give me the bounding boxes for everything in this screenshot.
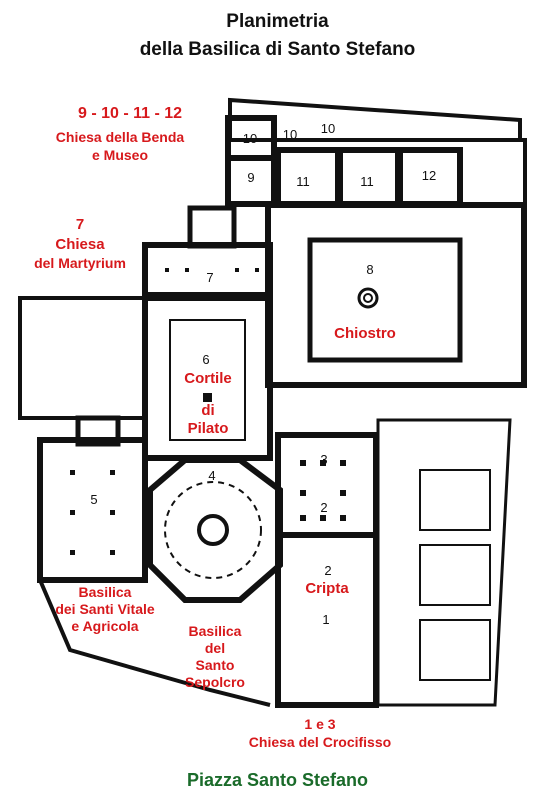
crocifisso-number: 1 e 3: [304, 716, 336, 732]
cortile-label-2: di: [201, 402, 215, 419]
map-title: Planimetria: [226, 11, 329, 32]
east-garden-wall: [376, 418, 512, 707]
martyrium-number: 7: [75, 216, 85, 233]
piazza-label: Piazza Santo Stefano: [186, 770, 369, 790]
room-number-2: 2: [320, 500, 328, 515]
room-number-10a: 10: [242, 131, 258, 146]
sepolcro-octagon: [147, 457, 283, 603]
martyrium-label-2: del Martyrium: [34, 255, 126, 271]
crocifisso-wall: [275, 532, 379, 708]
room-number-9: 9: [247, 170, 255, 185]
room-number-4: 4: [208, 468, 216, 483]
room-number-12: 12: [421, 168, 437, 183]
crocifisso-label: Chiesa del Crocifisso: [248, 734, 392, 750]
sepolcro-rotunda: [164, 481, 262, 579]
cortile-inner: [169, 319, 246, 441]
cortile-label-3: Pilato: [187, 420, 229, 437]
vitale-label: Basilica: [78, 584, 132, 600]
southwest-wall: [38, 579, 271, 707]
northeast-wall: [460, 138, 527, 205]
cortile-number: 6: [202, 352, 210, 367]
sepolcro-label-2: del: [204, 640, 226, 656]
cloister-inner-wall: [307, 237, 463, 363]
room-number-5: 5: [90, 492, 98, 507]
room-number-10c: 10: [320, 121, 336, 136]
room-3-wall: [275, 432, 379, 538]
room-number-11a: 11: [296, 174, 310, 189]
vitale-label-2: dei Santi Vitale: [55, 601, 155, 617]
vitale-basilica-wall: [37, 437, 148, 583]
martyrium-label: Chiesa: [55, 236, 105, 253]
crypt-number: 2: [324, 563, 332, 578]
sepolcro-label-4: Sepolcro: [185, 674, 245, 690]
map-subtitle: della Basilica di Santo Stefano: [139, 39, 416, 60]
sepolcro-edicule: [197, 514, 229, 546]
room-9-wall: [225, 155, 277, 207]
cloister-well: [357, 287, 379, 309]
east-bed-2: [419, 544, 491, 606]
room-number-1: 1: [322, 612, 330, 627]
martyrium-apse: [187, 205, 237, 249]
vitale-apse: [75, 415, 121, 447]
vitale-label-3: e Agricola: [71, 618, 139, 634]
room-number-3: 3: [320, 452, 328, 467]
room-number-10b: 10: [282, 127, 298, 142]
east-bed-1: [419, 469, 491, 531]
museum-label-2: e Museo: [91, 147, 148, 163]
west-rooms-wall: [18, 296, 147, 420]
room-number-7: 7: [206, 270, 214, 285]
sepolcro-label: Basilica: [188, 623, 242, 639]
cloister-label: Chiostro: [334, 325, 396, 342]
cortile-label: Cortile: [184, 370, 232, 387]
sepolcro-label-3: Santo: [195, 657, 235, 673]
museum-numbers: 9 - 10 - 11 - 12: [77, 105, 183, 122]
crypt-label: Cripta: [305, 580, 349, 597]
room-number-8: 8: [366, 262, 374, 277]
room-number-11b: 11: [360, 174, 374, 189]
east-bed-3: [419, 619, 491, 681]
museum-label: Chiesa della Benda: [55, 129, 185, 145]
